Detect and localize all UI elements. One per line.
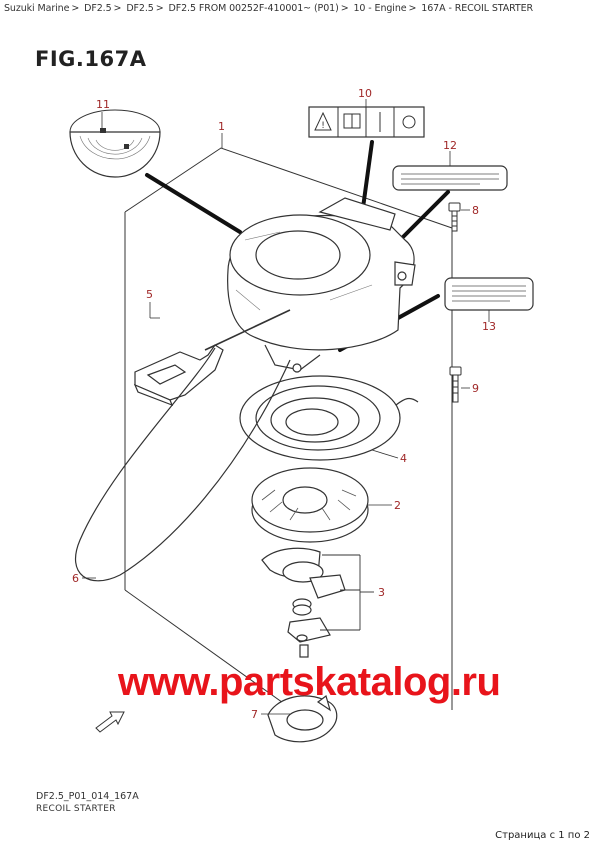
breadcrumb-separator: > xyxy=(113,3,122,14)
recoil-starter-case[interactable] xyxy=(227,197,416,373)
leader-lines xyxy=(82,99,490,715)
callout-11[interactable]: 11 xyxy=(96,98,110,111)
assembly-box xyxy=(124,147,453,716)
figure-name: RECOIL STARTER xyxy=(36,804,116,814)
breadcrumb-separator: > xyxy=(71,3,80,14)
callout-6[interactable]: 6 xyxy=(72,572,79,585)
breadcrumb-item-suzuki-marine[interactable]: Suzuki Marine xyxy=(4,3,70,14)
callout-4[interactable]: 4 xyxy=(400,452,407,465)
part-7-starter-plate[interactable] xyxy=(267,694,338,743)
part-6-starter-cable[interactable] xyxy=(74,309,291,582)
callout-10[interactable]: 10 xyxy=(358,87,372,100)
breadcrumb-item-current: 167A - RECOIL STARTER xyxy=(421,3,534,14)
part-12-label[interactable] xyxy=(392,165,508,191)
part-8-bolt[interactable] xyxy=(448,202,461,232)
breadcrumb-separator: > xyxy=(155,3,164,14)
callout-3[interactable]: 3 xyxy=(378,586,385,599)
callout-1[interactable]: 1 xyxy=(218,120,225,133)
breadcrumb-item-model-range[interactable]: DF2.5 FROM 00252F-410001~ (P01) xyxy=(168,3,339,14)
part-5-starter-handle[interactable] xyxy=(133,344,224,407)
callout-7[interactable]: 7 xyxy=(251,708,258,721)
breadcrumb-item-engine[interactable]: 10 - Engine xyxy=(353,3,407,14)
callout-12[interactable]: 12 xyxy=(443,139,457,152)
callout-2[interactable]: 2 xyxy=(394,499,401,512)
watermark: www.partskatalog.ru xyxy=(118,660,501,704)
part-10-warning-label[interactable]: ! xyxy=(308,106,425,138)
part-3-bracket-lines xyxy=(320,554,374,631)
forward-arrow-icon xyxy=(95,711,125,733)
callout-8[interactable]: 8 xyxy=(472,204,479,217)
part-4-spiral-spring[interactable] xyxy=(239,375,419,461)
part-3-ratchet-set[interactable] xyxy=(261,547,346,658)
svg-text:!: ! xyxy=(321,121,325,131)
breadcrumb-item-df25-2[interactable]: DF2.5 xyxy=(126,3,154,14)
figure-title: FIG.167A xyxy=(35,47,147,71)
part-9-bolt[interactable] xyxy=(449,366,462,403)
breadcrumb-separator: > xyxy=(408,3,417,14)
part-2-reel[interactable] xyxy=(251,467,369,543)
breadcrumb-separator: > xyxy=(340,3,349,14)
callout-13[interactable]: 13 xyxy=(482,320,496,333)
breadcrumb: Suzuki Marine> DF2.5> DF2.5> DF2.5 FROM … xyxy=(4,3,533,14)
callout-5[interactable]: 5 xyxy=(146,288,153,301)
figure-code: DF2.5_P01_014_167A xyxy=(36,791,139,802)
part-11-label-plate[interactable] xyxy=(69,109,161,178)
part-13-label[interactable] xyxy=(444,277,534,311)
callout-9[interactable]: 9 xyxy=(472,382,479,395)
breadcrumb-item-df25[interactable]: DF2.5 xyxy=(84,3,112,14)
page-indicator: Страница с 1 по 2 xyxy=(495,830,590,841)
